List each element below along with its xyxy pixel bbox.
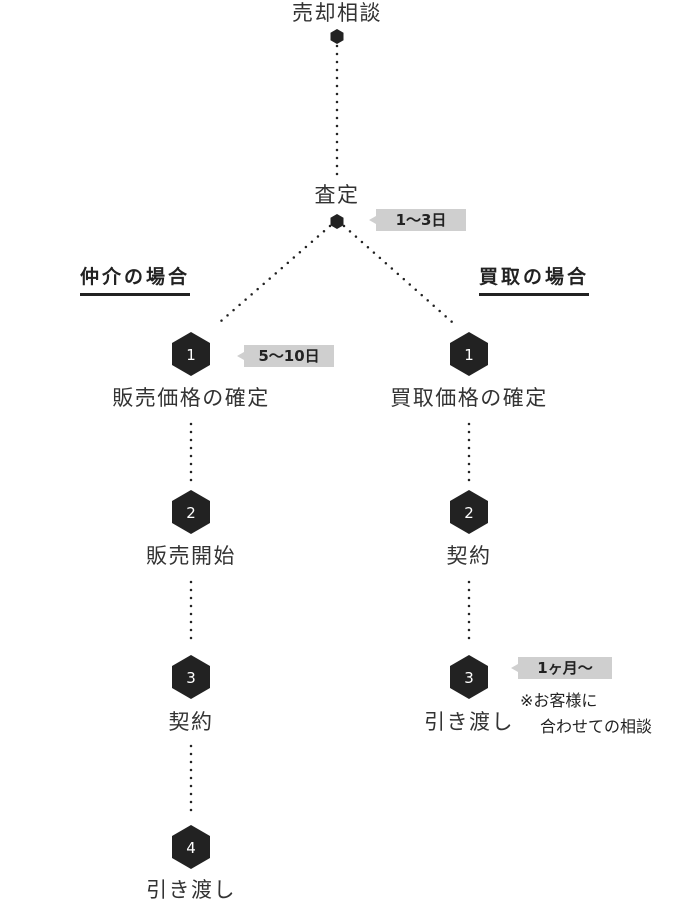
purchase-note-line2: 合わせての相談: [540, 717, 653, 736]
step-number: 3: [464, 669, 474, 687]
purchase-step-2-label: 契約: [446, 544, 492, 568]
brokerage-step-4-label: 引き渡し: [146, 878, 236, 902]
top-label: 売却相談: [292, 1, 382, 25]
step-number: 2: [186, 504, 196, 522]
step-number: 1: [464, 346, 474, 364]
step-node-brokerage-1: 1: [172, 332, 210, 376]
brokerage-heading: 仲介の場合: [80, 268, 191, 296]
brokerage-step-3-label: 契約: [168, 710, 214, 734]
step-node-brokerage-2: 2: [172, 490, 210, 534]
appraisal-label: 査定: [314, 183, 360, 207]
appraisal-dot: [330, 214, 344, 229]
brokerage-first-duration-badge: 5〜10日: [237, 345, 334, 367]
purchase-step-3-label: 引き渡し: [424, 710, 514, 734]
connector-to-brokerage: [218, 224, 332, 324]
step-node-purchase-2: 2: [450, 490, 488, 534]
brokerage-step-2-label: 販売開始: [146, 544, 236, 568]
purchase-step-1-label: 買取価格の確定: [390, 386, 548, 410]
step-node-brokerage-4: 4: [172, 825, 210, 869]
purchase-heading: 買取の場合: [479, 268, 590, 296]
purchase-last-duration-badge: 1ヶ月〜: [511, 657, 612, 679]
step-node-purchase-1: 1: [450, 332, 488, 376]
appraisal-duration-badge: 1〜3日: [369, 209, 466, 231]
step-number: 2: [464, 504, 474, 522]
top-dot: [330, 29, 344, 44]
step-number: 4: [186, 839, 196, 857]
step-node-brokerage-3: 3: [172, 655, 210, 699]
purchase-note-line1: ※お客様に: [520, 691, 598, 710]
step-number: 1: [186, 346, 196, 364]
step-number: 3: [186, 669, 196, 687]
step-node-purchase-3: 3: [450, 655, 488, 699]
connector-to-purchase: [342, 224, 454, 324]
brokerage-step-1-label: 販売価格の確定: [112, 386, 270, 410]
connectors: [189, 44, 471, 818]
